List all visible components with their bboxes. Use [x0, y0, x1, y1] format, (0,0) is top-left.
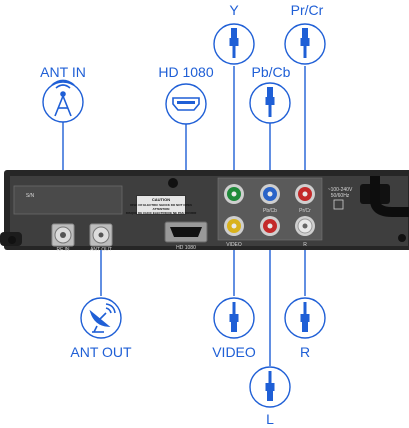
panel-pr-cr: Pr/Cr [299, 208, 311, 214]
hdmi-port [164, 221, 208, 243]
caution-title: CAUTION [151, 197, 171, 202]
panel-rf-in: RF IN [56, 247, 70, 253]
label-r: R [299, 344, 311, 360]
rca-jack-video [224, 216, 244, 236]
panel-hd-1080: HD 1080 [176, 245, 196, 251]
label-pr-cr: Pr/Cr [290, 2, 324, 18]
panel-sn: S/N [25, 193, 35, 199]
label-y: Y [229, 2, 239, 18]
ant-out-connector [89, 223, 113, 247]
panel-ant-out: ANT OUT [90, 247, 112, 253]
caution-line-1: RISK OF ELECTRIC SHOCK DO NOT OPEN [130, 203, 192, 207]
rca-jack-r [295, 216, 315, 236]
antenna-glyph [51, 79, 75, 117]
label-ant-out: ANT OUT [70, 344, 132, 360]
rca-jack-pb [260, 184, 280, 204]
rca-jack-pr [295, 184, 315, 204]
caution-line-3: RISQUE DE CHOC ELECTRIQUE NE PAS OUVRIR [125, 211, 197, 215]
label-ant-in: ANT IN [40, 64, 86, 80]
panel-r: R [303, 242, 307, 248]
rca-jack-l [260, 216, 280, 236]
rca-jack-y [224, 184, 244, 204]
caution-sticker [136, 195, 186, 215]
panel-power-1: ~100-240V [327, 187, 353, 193]
dish-glyph [89, 303, 116, 333]
panel-pb-cb: Pb/Cb [263, 208, 277, 214]
power-cord [370, 176, 409, 217]
panel-power-2: 50/60Hz [330, 193, 350, 199]
panel-video: VIDEO [226, 242, 242, 248]
screw [168, 178, 178, 188]
label-video: VIDEO [212, 344, 256, 360]
rf-in-connector [51, 223, 75, 247]
label-pb-cb: Pb/Cb [251, 64, 291, 80]
hdmi-glyph [172, 97, 200, 111]
label-l: L [266, 411, 274, 427]
label-hd-1080: HD 1080 [158, 64, 214, 80]
serial-sticker [13, 185, 123, 215]
rca-plug-glyphs [229, 28, 310, 401]
antenna-icon [42, 81, 84, 123]
caution-line-2: ATTENTION [152, 207, 170, 211]
